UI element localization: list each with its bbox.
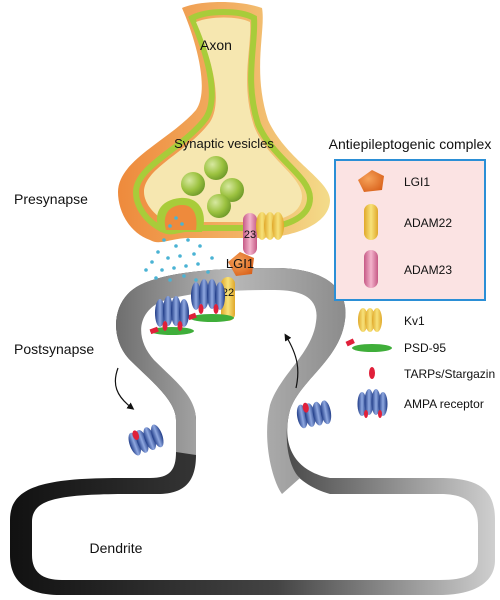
lgi1-protein: LGI1 [226, 252, 254, 276]
legend-ampa: AMPA receptor [404, 397, 484, 411]
tarp-icon [369, 367, 375, 379]
dendrite-label: Dendrite [90, 540, 143, 556]
adam23-protein: 23 [243, 213, 257, 255]
synaptic-vesicles-label: Synaptic vesicles [174, 136, 274, 151]
vesicle [220, 178, 244, 202]
legend-kv1: Kv1 [404, 314, 425, 328]
legend-tarps: TARPs/Stargazin [404, 367, 495, 381]
vesicle [181, 172, 205, 196]
presynapse-label: Presynapse [14, 191, 88, 207]
antiepileptogenic-complex-panel: Antiepileptogenic complex LGI1 ADAM22 AD… [329, 136, 492, 301]
trafficking-arrow-down [114, 367, 135, 410]
ampa-receptor-right [191, 279, 225, 314]
complex-title: Antiepileptogenic complex [329, 136, 492, 152]
ampa-receptor-recycling [296, 400, 332, 429]
ampa-receptor-endocytosed [128, 424, 164, 456]
psd95-icon [345, 338, 392, 352]
axon-label: Axon [200, 37, 232, 53]
vesicle [204, 156, 228, 180]
vesicle [207, 194, 231, 218]
legend: Kv1 PSD-95 TARPs/Stargazin AMPA receptor [345, 308, 495, 418]
complex-item-adam22: ADAM22 [404, 216, 452, 230]
psd95-right [187, 312, 234, 322]
psd95-left [149, 326, 194, 335]
trafficking-arrow-up [284, 333, 299, 389]
complex-item-lgi1: LGI1 [404, 175, 430, 189]
adam23-capsule-icon [364, 250, 378, 288]
complex-item-adam23: ADAM23 [404, 263, 452, 277]
adam23-label: 23 [244, 229, 256, 241]
postsynapse-label: Postsynapse [14, 341, 94, 357]
ampa-receptor-left [155, 296, 189, 331]
lgi1-label: LGI1 [226, 256, 254, 271]
dendritic-spine [116, 268, 346, 494]
kv1-channel-icon [358, 308, 382, 332]
synaptic-vesicles [181, 156, 244, 218]
legend-psd95: PSD-95 [404, 341, 446, 355]
lgi1-pentagon-icon [358, 170, 384, 192]
kv1-channel [256, 212, 284, 240]
neurotransmitter-dots [144, 216, 214, 282]
adam22-capsule-icon [364, 204, 378, 240]
ampa-receptor-icon [357, 389, 388, 418]
